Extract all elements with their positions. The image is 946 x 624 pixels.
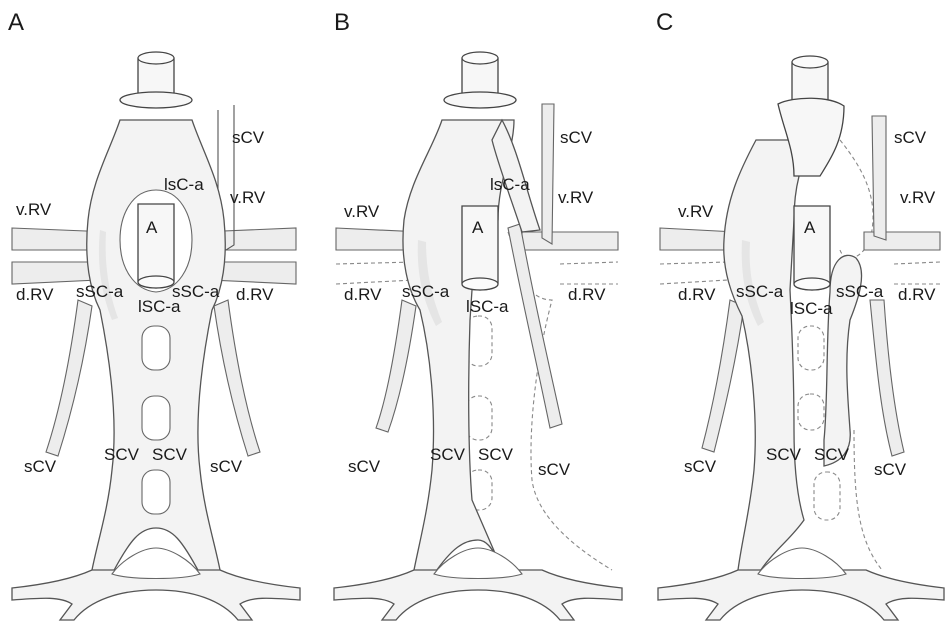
panel-letter-a: A xyxy=(8,9,24,36)
label-vrv-left: v.RV xyxy=(678,202,714,221)
label-vrv-left: v.RV xyxy=(16,200,52,219)
regressed-opening-1 xyxy=(798,326,824,370)
label-drv-left: d.RV xyxy=(678,285,716,304)
label-aorta: A xyxy=(804,218,816,237)
aorta-bottom-end xyxy=(794,278,830,290)
regressed-right-column xyxy=(854,430,882,570)
label-scv-right: sCV xyxy=(210,457,243,476)
renal-vein-left-dorsal xyxy=(12,262,100,284)
panel-b: B sCV v.RV v.RV lsC-a xyxy=(334,9,622,620)
label-lsca-top: lsC-a xyxy=(490,175,530,194)
label-drv-left: d.RV xyxy=(344,285,382,304)
supracardinal-vein-left xyxy=(702,300,744,452)
regressed-renal-left-dorsal xyxy=(660,262,728,284)
panel-a: A sCV v.RV v.RV lsC-a A xyxy=(8,9,300,620)
renal-vein-right-ventral xyxy=(522,232,618,250)
regressed-renal-left-dorsal xyxy=(336,262,414,284)
supracardinal-vein-top xyxy=(872,116,886,240)
right-oblique-vein xyxy=(508,224,562,428)
label-scv-mid-right: SCV xyxy=(152,445,188,464)
label-aorta: A xyxy=(146,218,158,237)
label-scv-mid-left: SCV xyxy=(766,445,802,464)
label-scv-left: sCV xyxy=(684,457,717,476)
aorta-arch xyxy=(120,92,192,108)
label-lsca-top: lsC-a xyxy=(164,175,204,194)
aorta-bottom-end xyxy=(138,276,174,288)
label-ssca-right: sSC-a xyxy=(836,282,884,301)
label-vrv-right: v.RV xyxy=(230,188,266,207)
label-lsca-bottom: lSC-a xyxy=(466,297,509,316)
supracardinal-vein-left xyxy=(46,300,92,456)
aorta-bottom-end xyxy=(462,278,498,290)
label-drv-right: d.RV xyxy=(236,285,274,304)
panel-c: C sCV v.RV v.RV xyxy=(656,9,944,620)
label-vrv-right: v.RV xyxy=(558,188,594,207)
label-scv-mid-left: SCV xyxy=(430,445,466,464)
supracardinal-vein-right xyxy=(214,300,260,456)
label-ssca-left: sSC-a xyxy=(736,282,784,301)
regressed-renal-right-dorsal xyxy=(894,262,940,284)
label-scv-mid-left: SCV xyxy=(104,445,140,464)
label-scv-top: sCV xyxy=(232,128,265,147)
label-drv-right: d.RV xyxy=(898,285,936,304)
label-aorta: A xyxy=(472,218,484,237)
label-lsca-bottom: lSC-a xyxy=(790,299,833,318)
label-vrv-left: v.RV xyxy=(344,202,380,221)
label-scv-left: sCV xyxy=(24,457,57,476)
label-scv-top: sCV xyxy=(560,128,593,147)
label-ssca-left: sSC-a xyxy=(402,282,450,301)
aorta-top-end xyxy=(792,56,828,68)
label-ssca-left: sSC-a xyxy=(76,282,124,301)
label-scv-left: sCV xyxy=(348,457,381,476)
inferior-vena-cava-left xyxy=(724,140,812,574)
regressed-opening-2 xyxy=(466,396,492,440)
label-lsca-bottom: lSC-a xyxy=(138,297,181,316)
panel-letter-c: C xyxy=(656,9,673,36)
collateral-opening-2 xyxy=(142,396,170,440)
regressed-opening-3 xyxy=(814,472,840,520)
label-scv-mid-right: SCV xyxy=(814,445,850,464)
iliac-gap xyxy=(112,548,200,579)
aorta-top-end xyxy=(138,52,174,64)
collateral-opening-1 xyxy=(142,326,170,370)
supracardinal-vein-right xyxy=(542,104,554,244)
regressed-renal-right-dorsal xyxy=(560,262,618,284)
aorta-top-end xyxy=(462,52,498,64)
aorta-arch xyxy=(444,92,516,108)
label-scv-mid-right: SCV xyxy=(478,445,514,464)
label-scv-top: sCV xyxy=(894,128,927,147)
panel-letter-b: B xyxy=(334,9,350,36)
label-vrv-right: v.RV xyxy=(900,188,936,207)
label-scv-right: sCV xyxy=(874,460,907,479)
regressed-opening-2 xyxy=(798,394,824,430)
collateral-opening-3 xyxy=(142,470,170,514)
label-scv-right: sCV xyxy=(538,460,571,479)
label-drv-right: d.RV xyxy=(568,285,606,304)
label-drv-left: d.RV xyxy=(16,285,54,304)
supracardinal-vein-left xyxy=(376,300,416,432)
supracardinal-vein-right xyxy=(870,300,904,456)
